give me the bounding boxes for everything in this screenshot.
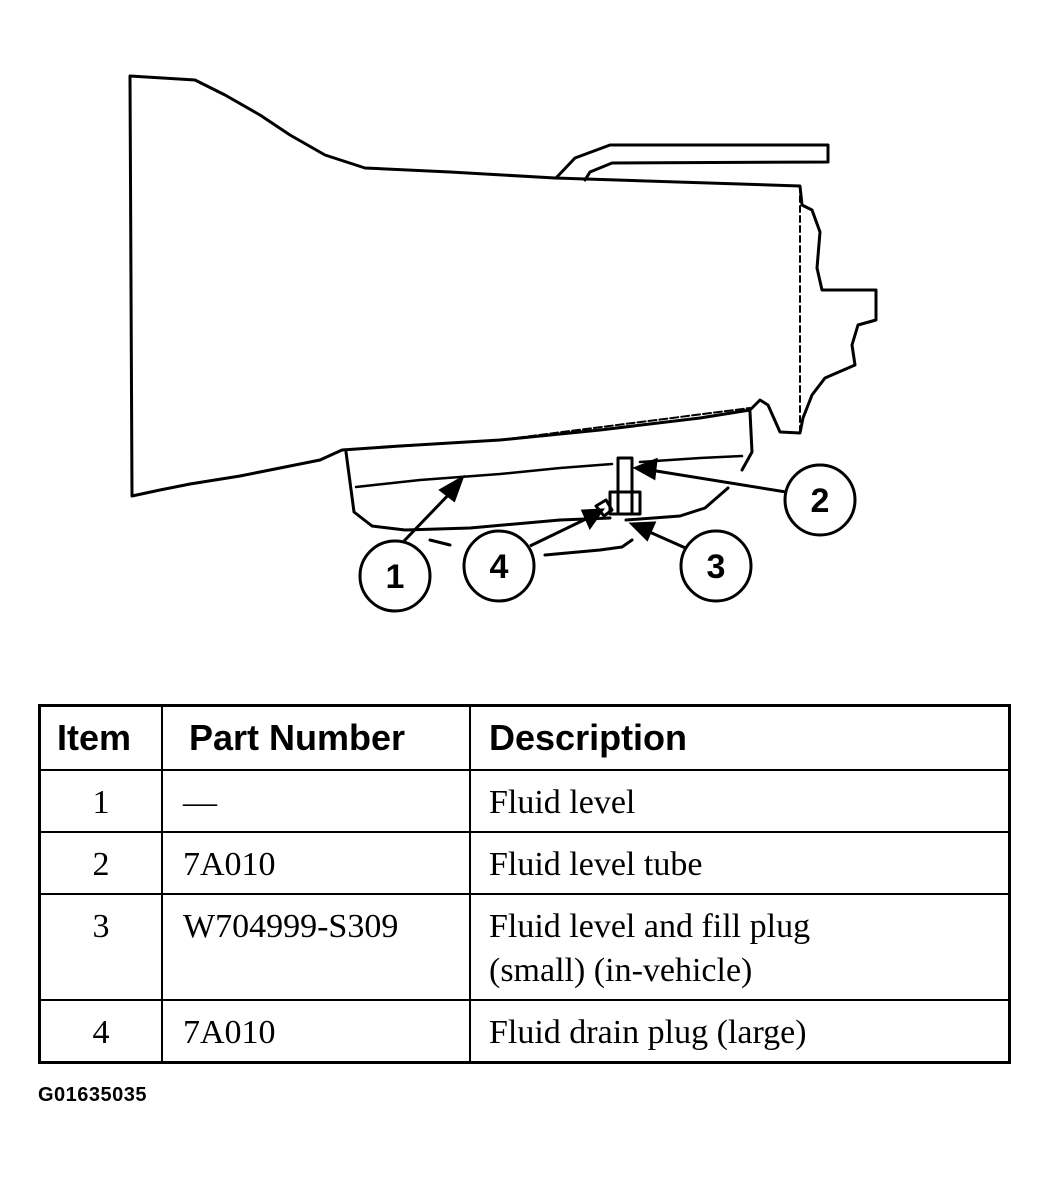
leader-line-3 [644,528,691,552]
arrowhead-3 [628,521,657,542]
callout-label-4: 4 [490,548,509,586]
header-item: Item [38,704,163,771]
table-row: 4 7A010 Fluid drain plug (large) [38,999,1011,1064]
arrowhead-1 [438,474,465,503]
level-tube [616,456,634,494]
leader-line-2 [649,468,787,494]
arrowhead-2 [632,457,658,481]
case-bottom-seam [341,407,751,451]
cell-item: 3 [38,893,163,1001]
callout-label-1: 1 [386,558,405,596]
leader-line-1 [402,486,457,543]
fluid-level-line-right [638,454,744,464]
transmission-diagram: 1 2 3 4 [128,74,878,613]
description-line: Fluid level tube [489,846,703,883]
figure-id: G01635035 [38,1084,148,1106]
description-line-2: (small) (in-vehicle) [489,952,753,989]
table-row: 1 — Fluid level [38,769,1011,833]
cell-part-number: 7A010 [161,999,471,1064]
callout-label-3: 3 [707,548,726,586]
callout-circle-3 [679,529,753,603]
callout-circle-1 [358,539,432,613]
table-row: 2 7A010 Fluid level tube [38,831,1011,895]
pan-lip [428,538,634,557]
fill-plug [608,490,642,516]
table-header-row: Item Part Number Description [38,704,1011,771]
cell-description: Fluid level [469,769,1011,833]
cell-part-number: W704999-S309 [161,893,471,1001]
description-line: Fluid level [489,784,636,821]
cell-description: Fluid level and fill plug (small) (in-ve… [469,893,1011,1001]
cell-item: 1 [38,769,163,833]
cell-item: 4 [38,999,163,1064]
arrowhead-4 [580,508,606,531]
cell-description: Fluid level tube [469,831,1011,895]
description-line: Fluid drain plug (large) [489,1014,807,1051]
cell-description: Fluid drain plug (large) [469,999,1011,1064]
cell-part-number: 7A010 [161,831,471,895]
header-part-number: Part Number [161,704,471,771]
description-line: Fluid level and fill plug [489,908,811,945]
callout-circle-4 [462,529,536,603]
cell-item: 2 [38,831,163,895]
table-row: 3 W704999-S309 Fluid level and fill plug… [38,893,1011,1001]
parts-table: Item Part Number Description 1 — Fluid l… [38,704,1011,1064]
oil-pan [344,410,754,532]
leader-line-4 [529,516,589,548]
header-description: Description [469,704,1011,771]
transmission-case [128,74,878,498]
callout-circle-2 [783,463,857,537]
callout-label-2: 2 [811,482,830,520]
top-tube [554,143,830,182]
cell-part-number: — [161,769,471,833]
fluid-level-line [354,462,614,489]
